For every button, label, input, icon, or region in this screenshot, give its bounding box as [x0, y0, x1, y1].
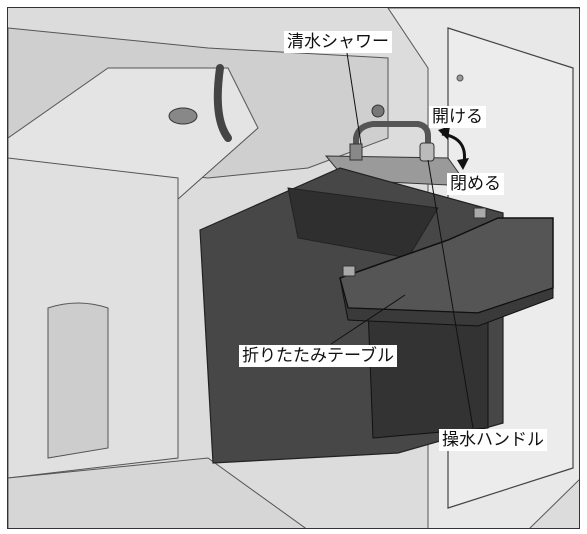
manual-figure-frame: 清水シャワー 開ける 閉める 折りたたみテーブル 操水ハンドル: [7, 7, 580, 529]
shower-label: 清水シャワー: [284, 31, 392, 53]
close-label: 閉める: [447, 173, 504, 195]
handle-leader-line: [427, 159, 474, 429]
water-handle-label: 操水ハンドル: [439, 429, 547, 451]
open-label: 開ける: [429, 106, 486, 128]
shower-leader-line: [346, 52, 362, 145]
close-arrow-head-icon: [457, 158, 469, 170]
table-leader-line: [330, 294, 406, 345]
folding-table-label: 折りたたみテーブル: [239, 345, 397, 367]
sink-unit-illustration: [8, 8, 579, 528]
floor-area: [8, 457, 307, 528]
faucet-head: [419, 142, 435, 162]
deck-hole-icon: [168, 107, 198, 125]
faucet-base: [349, 143, 363, 161]
left-recess: [47, 302, 109, 459]
screw-icon: [456, 74, 464, 82]
sink-opening: [367, 307, 489, 439]
table-edge: [339, 277, 554, 327]
hose-pipe: [213, 64, 232, 142]
shower-faucet: [353, 121, 431, 155]
open-arrow-head-icon: [438, 126, 450, 140]
knob-icon: [371, 104, 385, 118]
table-hinge-icon: [473, 207, 487, 219]
table-hinge-icon: [342, 265, 356, 277]
